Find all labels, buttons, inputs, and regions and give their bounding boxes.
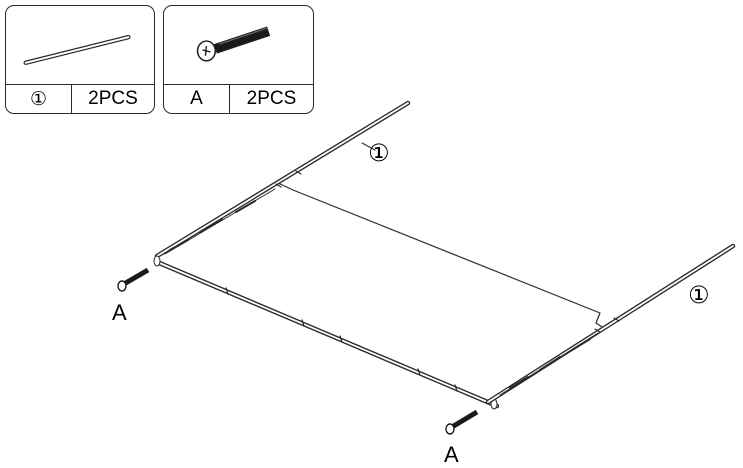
- front-tube: [153, 255, 500, 410]
- screw-left: [117, 267, 150, 292]
- callout-rod-right: ①: [688, 281, 710, 309]
- rod-right: [485, 243, 736, 405]
- part-code-rod: ①: [6, 85, 72, 113]
- rod-icon: [23, 34, 131, 65]
- part-code-screw: A: [164, 85, 230, 113]
- part-qty-rod: 2PCS: [88, 88, 138, 109]
- rod-top: [154, 100, 411, 259]
- part-box-screw: A 2PCS: [163, 5, 314, 114]
- callout-screw-right: A: [444, 442, 459, 467]
- callout-screw-left: A: [112, 300, 127, 325]
- screw-right: [445, 409, 479, 435]
- part-qty-screw: 2PCS: [246, 88, 297, 109]
- part-box-rod: ① 2PCS: [5, 5, 155, 114]
- screw-icon: [196, 26, 271, 62]
- part-row-rod: ① 2PCS: [6, 84, 154, 113]
- callout-rod-top: ①: [368, 139, 390, 167]
- leader-rod-top: [361, 142, 376, 151]
- fabric-panel: [277, 182, 603, 328]
- part-row-screw: A 2PCS: [164, 84, 313, 113]
